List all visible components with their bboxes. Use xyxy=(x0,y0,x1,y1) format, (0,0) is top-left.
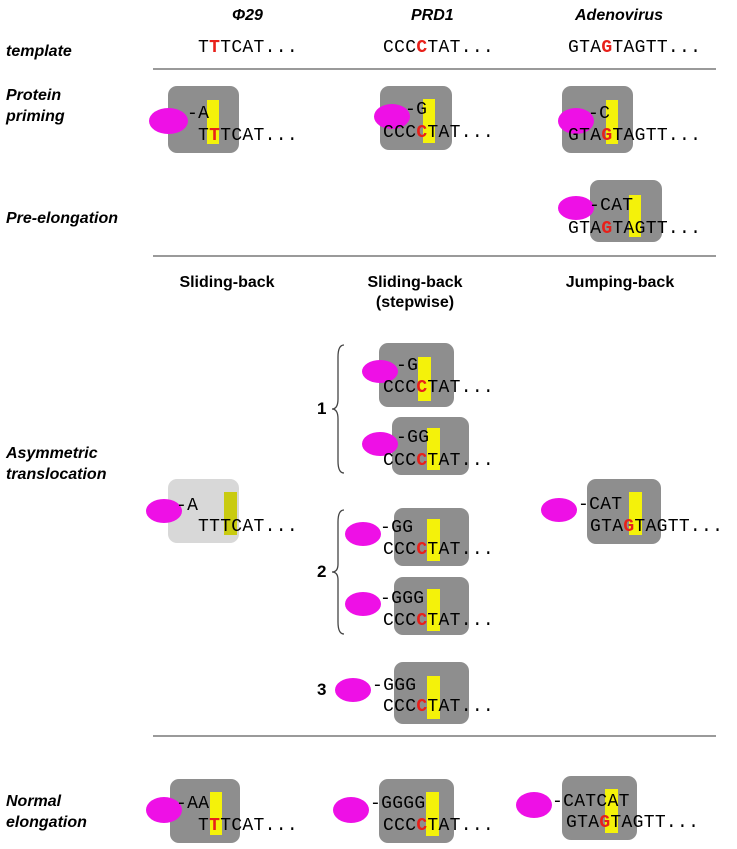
terminal-protein-oval xyxy=(558,108,594,134)
terminal-protein-oval xyxy=(146,797,182,823)
terminal-protein-oval xyxy=(146,499,182,523)
template-sequence-phi29: TTTCAT... xyxy=(198,38,298,58)
template-sequence-adenovirus: GTAGTAGTT... xyxy=(568,38,702,58)
column-header-phi29: Φ29 xyxy=(232,7,263,24)
divider-pre-elongation xyxy=(153,255,716,257)
terminal-protein-oval xyxy=(362,432,398,456)
step-number-1: 1 xyxy=(317,399,327,418)
terminal-protein-oval xyxy=(541,498,577,522)
bracket-step-2 xyxy=(331,509,345,635)
terminal-protein-oval xyxy=(345,522,381,546)
mode-header-sliding-back: Sliding-back xyxy=(179,274,275,291)
terminal-protein-oval xyxy=(362,360,398,383)
terminal-protein-oval xyxy=(516,792,552,818)
terminal-protein-oval xyxy=(335,678,371,702)
row-label-pre-elongation: Pre-elongation xyxy=(6,210,119,227)
mode-header-sliding-back-stepwise: Sliding-back(stepwise) xyxy=(367,274,463,311)
column-header-prd1: PRD1 xyxy=(411,7,454,24)
bracket-step-1 xyxy=(331,344,345,474)
row-label-template: template xyxy=(6,43,72,60)
mode-header-jumping-back: Jumping-back xyxy=(565,274,675,291)
column-header-adenovirus: Adenovirus xyxy=(575,7,664,24)
terminal-protein-oval xyxy=(149,108,188,134)
step-number-2: 2 xyxy=(317,562,327,581)
template-sequence-prd1: CCCCTAT... xyxy=(383,38,495,58)
terminal-protein-oval xyxy=(374,104,410,129)
divider-asymmetric-translocation xyxy=(153,735,716,737)
step-number-3: 3 xyxy=(317,680,327,699)
divider-template xyxy=(153,68,716,70)
terminal-protein-oval xyxy=(558,196,594,220)
terminal-protein-oval xyxy=(345,592,381,616)
terminal-protein-oval xyxy=(333,797,369,823)
